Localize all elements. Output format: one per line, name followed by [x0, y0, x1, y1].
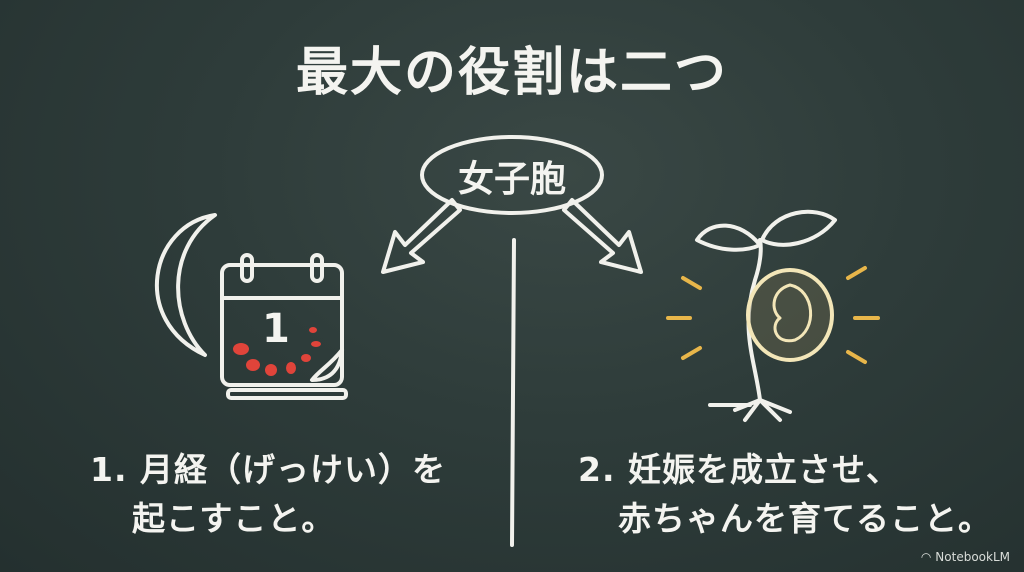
left-text-line2: 起こすこと。: [132, 499, 336, 538]
calendar-icon: [220, 253, 348, 400]
moon-icon: [154, 213, 217, 357]
arrow-left-icon: [381, 198, 462, 274]
left-text-line1: 1. 月経（げっけい）を: [90, 450, 446, 489]
calendar-number: 1: [262, 306, 290, 352]
center-oval: [420, 135, 604, 215]
brand-watermark: ◠ NotebookLM: [921, 550, 1010, 564]
sprout-icon: [695, 209, 837, 422]
glow-rays: [666, 266, 880, 364]
menstruation-dots: [233, 327, 321, 376]
slide-title: 最大の役割は二つ: [295, 43, 728, 103]
notebooklm-logo-icon: ◠: [920, 550, 932, 564]
right-text-line1: 2. 妊娠を成立させ、: [578, 450, 900, 489]
divider-line: [510, 238, 516, 547]
embryo-circle: [746, 268, 834, 362]
embryo-icon: [772, 283, 812, 343]
uterus-label: 女子胞: [457, 159, 566, 200]
right-text-line2: 赤ちゃんを育てること。: [618, 499, 992, 538]
arrow-right-icon: [562, 198, 643, 274]
brand-label: NotebookLM: [935, 550, 1010, 564]
